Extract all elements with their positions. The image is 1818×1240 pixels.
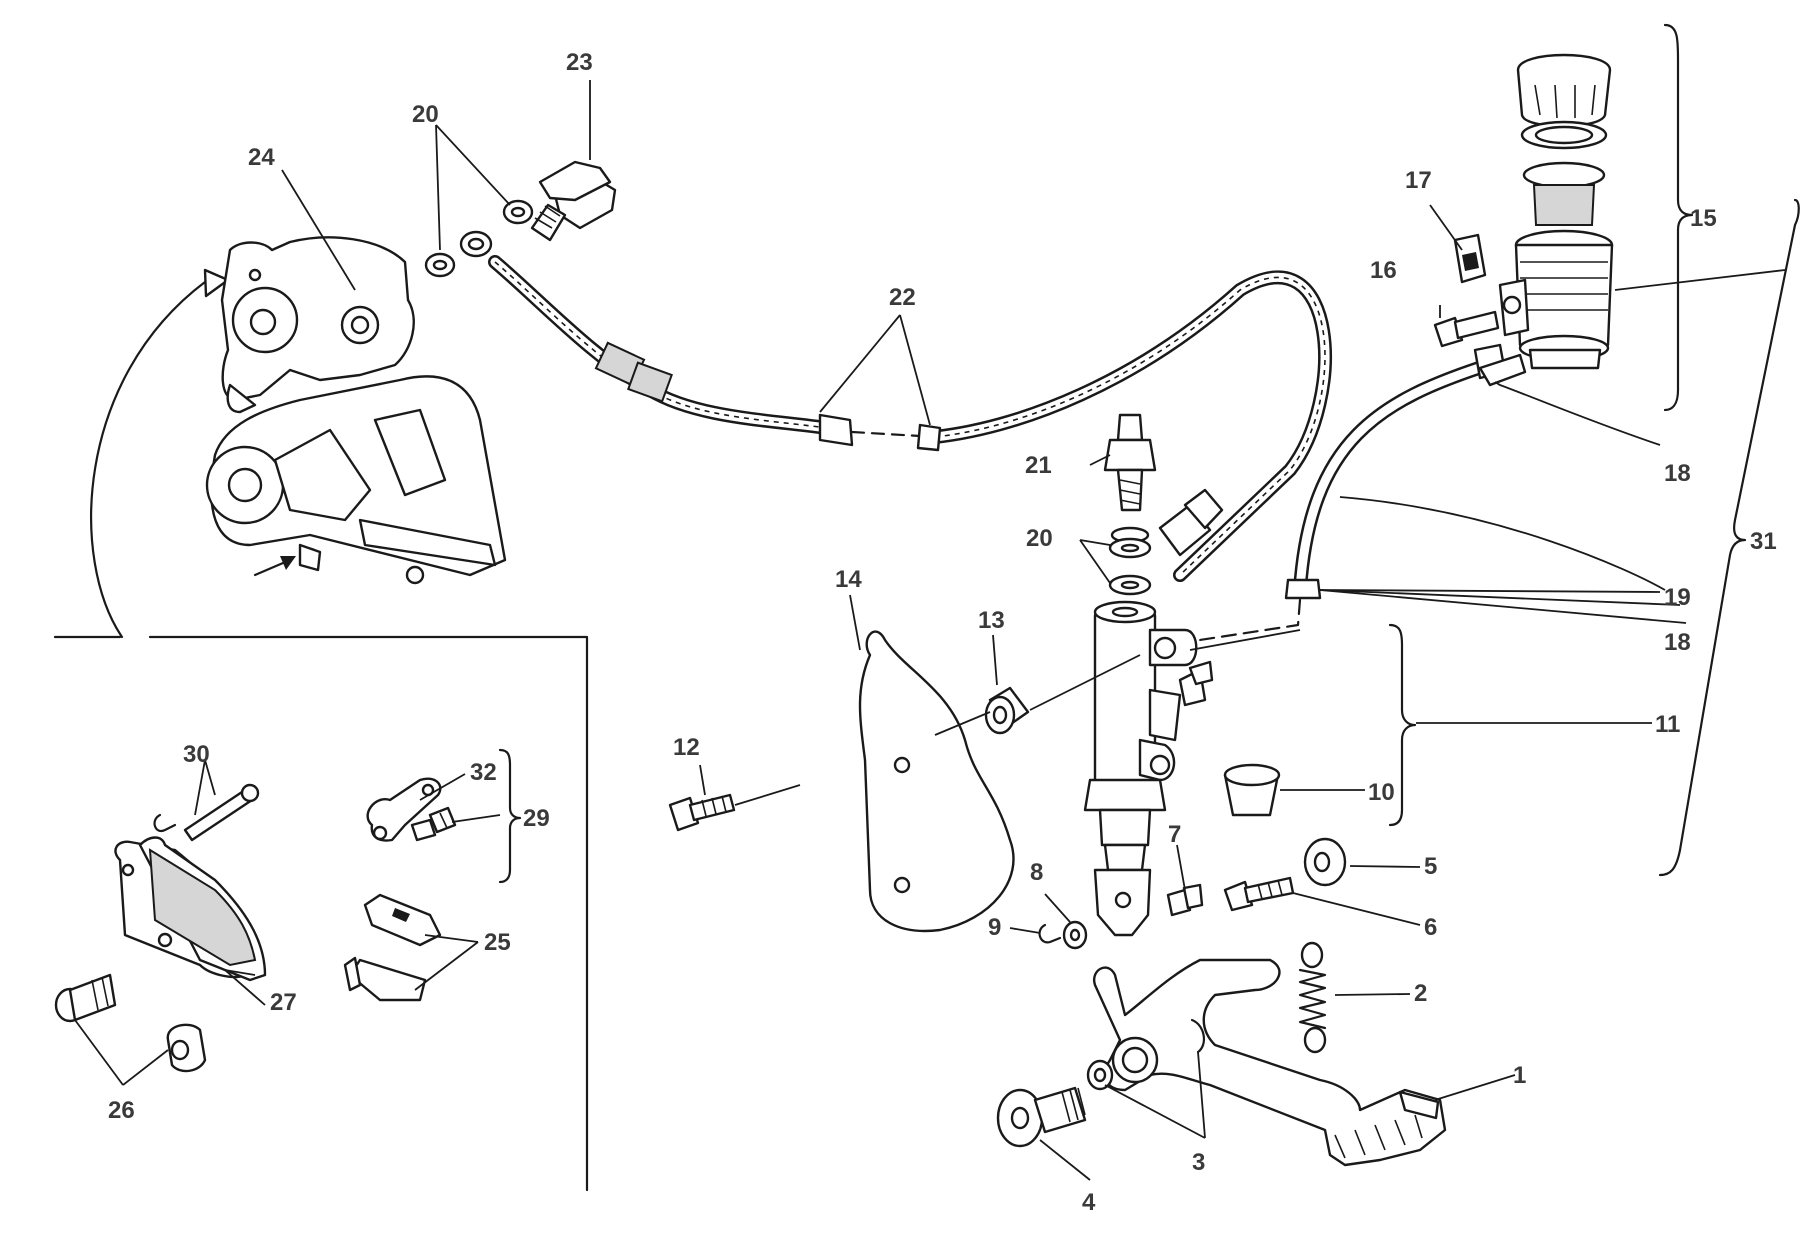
label-1: 1 xyxy=(1513,1062,1526,1089)
washer-8 xyxy=(1062,920,1088,950)
reservoir-15 xyxy=(1498,53,1614,370)
label-23: 23 xyxy=(566,49,593,76)
leader-lines xyxy=(74,80,1786,1181)
label-8: 8 xyxy=(1030,859,1043,886)
label-20-top: 20 xyxy=(412,101,439,128)
label-18-bottom: 18 xyxy=(1664,629,1691,656)
clips-25 xyxy=(343,893,442,1002)
pin-30 xyxy=(153,783,260,842)
bracket-32-bleeder-29 xyxy=(366,777,457,842)
heat-guard-14 xyxy=(858,630,1015,933)
bush-26b xyxy=(166,1023,207,1073)
label-3: 3 xyxy=(1192,1149,1205,1176)
bleeder-21 xyxy=(1103,413,1157,512)
cap-10 xyxy=(1223,763,1281,817)
brace-15 xyxy=(1663,23,1694,412)
bush-13 xyxy=(984,686,1030,735)
label-30: 30 xyxy=(183,741,210,768)
label-14: 14 xyxy=(835,566,862,593)
label-32: 32 xyxy=(470,759,497,786)
label-27: 27 xyxy=(270,989,297,1016)
label-19: 19 xyxy=(1664,584,1691,611)
bolt-12 xyxy=(668,793,736,832)
label-21: 21 xyxy=(1025,452,1052,479)
label-10: 10 xyxy=(1368,779,1395,806)
label-6: 6 xyxy=(1424,914,1437,941)
spring-2 xyxy=(1298,941,1327,1054)
label-12: 12 xyxy=(673,734,700,761)
label-25: 25 xyxy=(484,929,511,956)
label-16: 16 xyxy=(1370,257,1397,284)
inset-frame xyxy=(53,268,589,1192)
reservoir-hose-19 xyxy=(1198,343,1527,642)
brace-11 xyxy=(1388,623,1417,827)
label-26: 26 xyxy=(108,1097,135,1124)
banjo-bolt-23 xyxy=(530,160,617,242)
label-31: 31 xyxy=(1750,528,1777,555)
label-22: 22 xyxy=(889,284,916,311)
clip-17 xyxy=(1453,233,1487,284)
label-24: 24 xyxy=(248,144,275,171)
label-13: 13 xyxy=(978,607,1005,634)
label-18-top: 18 xyxy=(1664,460,1691,487)
part-labels: 1 2 3 4 5 6 7 8 9 10 11 12 13 14 15 16 1… xyxy=(108,49,1777,1216)
label-20-mid: 20 xyxy=(1026,525,1053,552)
label-15: 15 xyxy=(1690,205,1717,232)
brake-pedal-1 xyxy=(1092,958,1447,1167)
brake-pads-27 xyxy=(114,836,267,982)
caliper-24 xyxy=(205,236,507,585)
brace-31 xyxy=(1658,198,1800,877)
label-7: 7 xyxy=(1168,821,1181,848)
clip-9 xyxy=(1038,923,1062,944)
brake-hose-22 xyxy=(488,255,1332,582)
pin-7 xyxy=(1166,883,1204,917)
label-9: 9 xyxy=(988,914,1001,941)
label-17: 17 xyxy=(1405,167,1432,194)
label-29: 29 xyxy=(523,805,550,832)
label-4: 4 xyxy=(1082,1189,1096,1216)
label-11: 11 xyxy=(1655,711,1680,738)
pin-26a xyxy=(54,973,117,1023)
pivot-bolt-4 xyxy=(996,1086,1087,1148)
rubber-5 xyxy=(1303,837,1347,887)
bolt-6 xyxy=(1223,876,1295,912)
master-cylinder-11 xyxy=(1083,600,1214,937)
brace-29 xyxy=(498,748,522,884)
bolt-16 xyxy=(1433,310,1500,348)
washers-3 xyxy=(1086,1018,1206,1091)
washers-20-mid xyxy=(1108,526,1152,596)
washers-20-top xyxy=(424,199,534,278)
label-5: 5 xyxy=(1424,853,1437,880)
label-2: 2 xyxy=(1414,980,1427,1007)
